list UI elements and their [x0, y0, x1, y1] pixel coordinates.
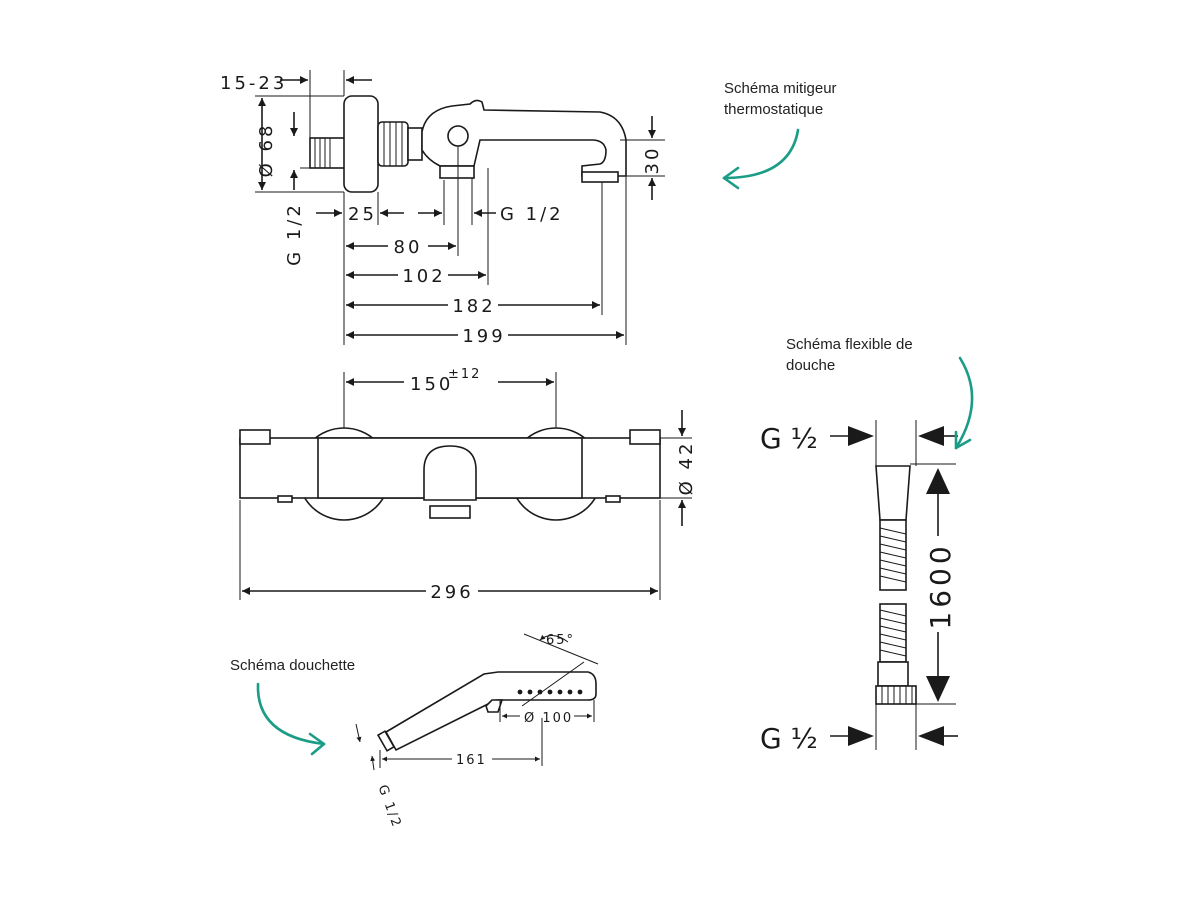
- hose-caption-arrow-icon: [954, 356, 974, 450]
- dim-centers: 150: [410, 374, 453, 395]
- dim-102: 102: [402, 266, 445, 287]
- hose-caption-arrowhead-icon: [954, 430, 972, 450]
- handshower-length: 161: [456, 753, 487, 768]
- hose-cone-nut: [875, 465, 911, 521]
- handshower-caption-arrowhead-icon: [308, 732, 326, 756]
- dim-inlet-thread: G 1/2: [284, 202, 305, 266]
- handshower-body: [384, 671, 597, 752]
- fitting: [407, 127, 423, 161]
- left-foot: [277, 495, 293, 503]
- diverter-knob: [447, 125, 469, 147]
- rosette: [343, 95, 379, 193]
- hose-length: 1600: [924, 542, 957, 629]
- dim-182: 182: [452, 296, 495, 317]
- dim-spout-height: 30: [642, 146, 663, 175]
- handshower-thread-label: G 1/2: [375, 783, 405, 831]
- spray-nozzles: [517, 689, 583, 695]
- caption-hose-1: Schéma flexible de: [786, 336, 913, 353]
- hose-bottom-thread: G ½: [760, 722, 818, 755]
- hose-sleeve: [877, 661, 909, 687]
- handshower-head-diameter: Ø 100: [524, 711, 573, 726]
- hose-diagram: G ½ 1600 G ½: [760, 420, 958, 755]
- spout-outlet: [581, 171, 619, 183]
- dim-199: 199: [462, 326, 505, 347]
- caption-mixer-1: Schéma mitigeur: [724, 80, 837, 97]
- handshower-thread: [376, 730, 396, 752]
- handshower-angle: 65°: [546, 633, 575, 648]
- handshower-diagram: 65° Ø 100 161 G 1/2: [355, 633, 599, 831]
- caption-mixer-2: thermostatique: [724, 101, 823, 118]
- dim-rosette-diameter: Ø 68: [256, 123, 277, 178]
- dim-body-diameter: Ø 42: [676, 441, 697, 496]
- hose-top-thread: G ½: [760, 422, 818, 455]
- dim-80: 80: [394, 237, 423, 258]
- hose-lower: [879, 603, 907, 663]
- caption-handshower: Schéma douchette: [230, 657, 355, 674]
- mixer-side-view: 15-23 Ø 68 G 1/2 25 G 1/2 80 102 182 199…: [220, 70, 665, 347]
- dim-296: 296: [430, 582, 473, 603]
- dim-offset: 15-23: [220, 73, 287, 94]
- inlet-fitting: [439, 165, 475, 179]
- dim-25: 25: [348, 204, 377, 225]
- mixer-front-view: 150 ±12 Ø 42 296: [239, 367, 697, 603]
- right-foot: [605, 495, 621, 503]
- mixer-caption-arrow-icon: [722, 128, 800, 180]
- dim-centers-tolerance: ±12: [448, 367, 481, 382]
- right-handle-cap: [629, 429, 661, 445]
- left-handle-cap: [239, 429, 271, 445]
- front-spout: [423, 445, 477, 501]
- union-nut: [377, 121, 409, 167]
- caption-hose-2: douche: [786, 357, 835, 374]
- dim-outlet-thread: G 1/2: [500, 204, 564, 225]
- front-spout-outlet: [429, 505, 471, 519]
- mixer-caption-arrowhead-icon: [722, 166, 740, 190]
- wall-connector: [309, 137, 347, 169]
- captions: Schéma mitigeur thermostatique Schéma fl…: [230, 80, 913, 674]
- handshower-caption-arrow-icon: [256, 682, 326, 746]
